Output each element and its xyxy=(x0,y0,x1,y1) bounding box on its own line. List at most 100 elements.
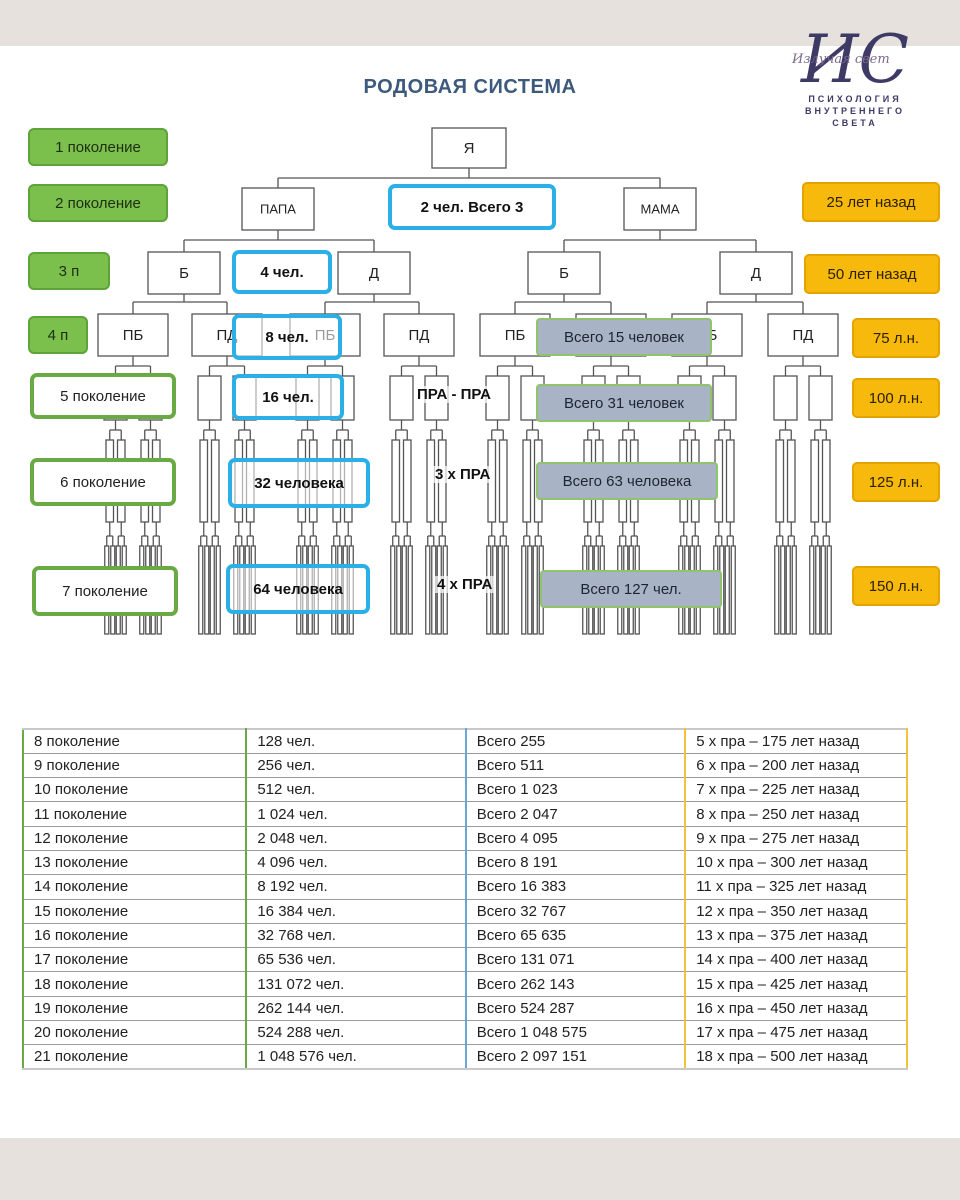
years-ago-label-5: 100 л.н. xyxy=(852,378,940,418)
tree-node-ancestor xyxy=(401,545,407,635)
tree-node-ancestor xyxy=(425,545,431,635)
years-ago-label-7: 150 л.н. xyxy=(852,566,940,606)
table-cell-generation: 16 поколение xyxy=(21,922,248,949)
tree-node-ancestor xyxy=(809,545,815,635)
tree-node-label: Б xyxy=(559,265,569,282)
tree-node-great-grandparent xyxy=(383,313,455,357)
tree-node-ancestor xyxy=(791,545,797,635)
years-ago-label-3: 50 лет назад xyxy=(804,254,940,294)
tree-node-ancestor xyxy=(210,439,220,523)
table-cell-people: 262 144 чел. xyxy=(246,995,467,1022)
table-cell-ago: 6 х пра – 200 лет назад xyxy=(685,752,908,779)
tree-node-ancestor xyxy=(521,545,527,635)
tree-node-label: ПД xyxy=(409,327,430,344)
table-cell-total: Всего 65 635 xyxy=(465,922,687,949)
tree-node-ancestor xyxy=(498,439,508,523)
table-cell-total: Всего 1 023 xyxy=(465,777,687,803)
pra-label-gen6: 3 х ПРА xyxy=(432,466,494,483)
table-cell-total: Всего 255 xyxy=(465,727,687,754)
tree-node-ancestor xyxy=(826,545,832,635)
tree-node-ancestor xyxy=(786,439,796,523)
tree-node-parent xyxy=(623,187,697,231)
tree-node-ancestor xyxy=(497,545,503,635)
tree-node-ancestor xyxy=(197,375,222,421)
generation-label-4: 4 п xyxy=(28,316,88,354)
table-cell-generation: 11 поколение xyxy=(21,801,248,827)
generation-label-7: 7 поколение xyxy=(32,566,178,616)
tree-node-ancestor xyxy=(775,439,785,523)
tree-node-self xyxy=(431,127,507,169)
pra-label-gen5: ПРА - ПРА xyxy=(414,386,494,403)
page-title: РОДОВАЯ СИСТЕМА xyxy=(363,76,577,98)
table-cell-generation: 20 поколение xyxy=(21,1020,248,1046)
tree-node-ancestor xyxy=(198,545,204,635)
count-box-gen2: 2 чел. Всего 3 xyxy=(388,184,556,230)
table-cell-ago: 11 х пра – 325 лет назад xyxy=(685,874,908,900)
table-cell-ago: 15 х пра – 425 лет назад xyxy=(685,971,908,997)
tree-node-great-grandparent xyxy=(97,313,169,357)
tree-node-label: ПБ xyxy=(123,327,144,344)
tree-node-ancestor xyxy=(532,545,538,635)
tree-node-grandparent xyxy=(719,251,793,295)
table-cell-ago: 7 х пра – 225 лет назад xyxy=(685,777,908,803)
svg-text:ИС: ИС xyxy=(800,21,909,98)
count-box-gen7: 64 человека xyxy=(226,564,370,614)
logo-line-2: ВНУТРЕННЕГО xyxy=(804,106,906,116)
table-cell-total: Всего 2 097 151 xyxy=(465,1044,687,1071)
table-cell-total: Всего 524 287 xyxy=(465,995,687,1022)
tree-node-label: ПБ xyxy=(505,327,526,344)
generation-label-6: 6 поколение xyxy=(30,458,176,506)
tree-node-label: Д xyxy=(751,265,761,282)
table-cell-total: Всего 1 048 575 xyxy=(465,1020,687,1046)
tree-node-label: ПД xyxy=(793,327,814,344)
table-cell-ago: 17 х пра – 475 лет назад xyxy=(685,1020,908,1046)
table-cell-generation: 9 поколение xyxy=(21,752,248,779)
table-cell-total: Всего 4 095 xyxy=(465,825,687,851)
table-cell-ago: 12 х пра – 350 лет назад xyxy=(685,898,908,924)
tree-node-ancestor xyxy=(780,545,786,635)
logo-line-3: СВЕТА xyxy=(832,118,878,128)
tree-node-ancestor xyxy=(396,545,402,635)
table-cell-total: Всего 16 383 xyxy=(465,874,687,900)
tree-node-label: ПАПА xyxy=(260,201,296,216)
tree-node-ancestor xyxy=(820,545,826,635)
tree-node-ancestor xyxy=(712,375,737,421)
total-box-gen4: Всего 15 человек xyxy=(536,318,712,356)
pra-label-gen7: 4 х ПРА xyxy=(434,576,496,593)
logo-monogram: ИС xyxy=(800,21,909,98)
table-cell-ago: 8 х пра – 250 лет назад xyxy=(685,801,908,827)
table-cell-people: 65 536 чел. xyxy=(246,947,467,973)
tree-node-ancestor xyxy=(785,545,791,635)
tree-node-great-grandparent xyxy=(767,313,839,357)
table-cell-generation: 8 поколение xyxy=(21,727,248,754)
table-cell-total: Всего 2 047 xyxy=(465,801,687,827)
tree-node-ancestor xyxy=(725,439,735,523)
table-cell-ago: 5 х пра – 175 лет назад xyxy=(685,727,908,754)
tree-node-ancestor xyxy=(389,375,414,421)
table-cell-people: 128 чел. xyxy=(246,727,467,754)
table-cell-total: Всего 511 xyxy=(465,752,687,779)
table-cell-people: 512 чел. xyxy=(246,777,467,803)
count-box-gen3: 4 чел. xyxy=(232,250,332,294)
table-cell-people: 1 048 576 чел. xyxy=(246,1044,467,1071)
logo-script: Излучая свет xyxy=(792,52,890,67)
generation-label-3: 3 п xyxy=(28,252,110,290)
tree-node-ancestor xyxy=(209,545,215,635)
tree-node-label: Д xyxy=(369,265,379,282)
generation-label-2: 2 поколение xyxy=(28,184,168,222)
table-cell-total: Всего 8 191 xyxy=(465,849,687,876)
logo-line-1: ПСИХОЛОГИЯ xyxy=(808,94,902,104)
tree-node-ancestor xyxy=(390,545,396,635)
table-cell-generation: 21 поколение xyxy=(21,1044,248,1071)
tree-node-ancestor xyxy=(810,439,820,523)
tree-node-ancestor xyxy=(821,439,831,523)
